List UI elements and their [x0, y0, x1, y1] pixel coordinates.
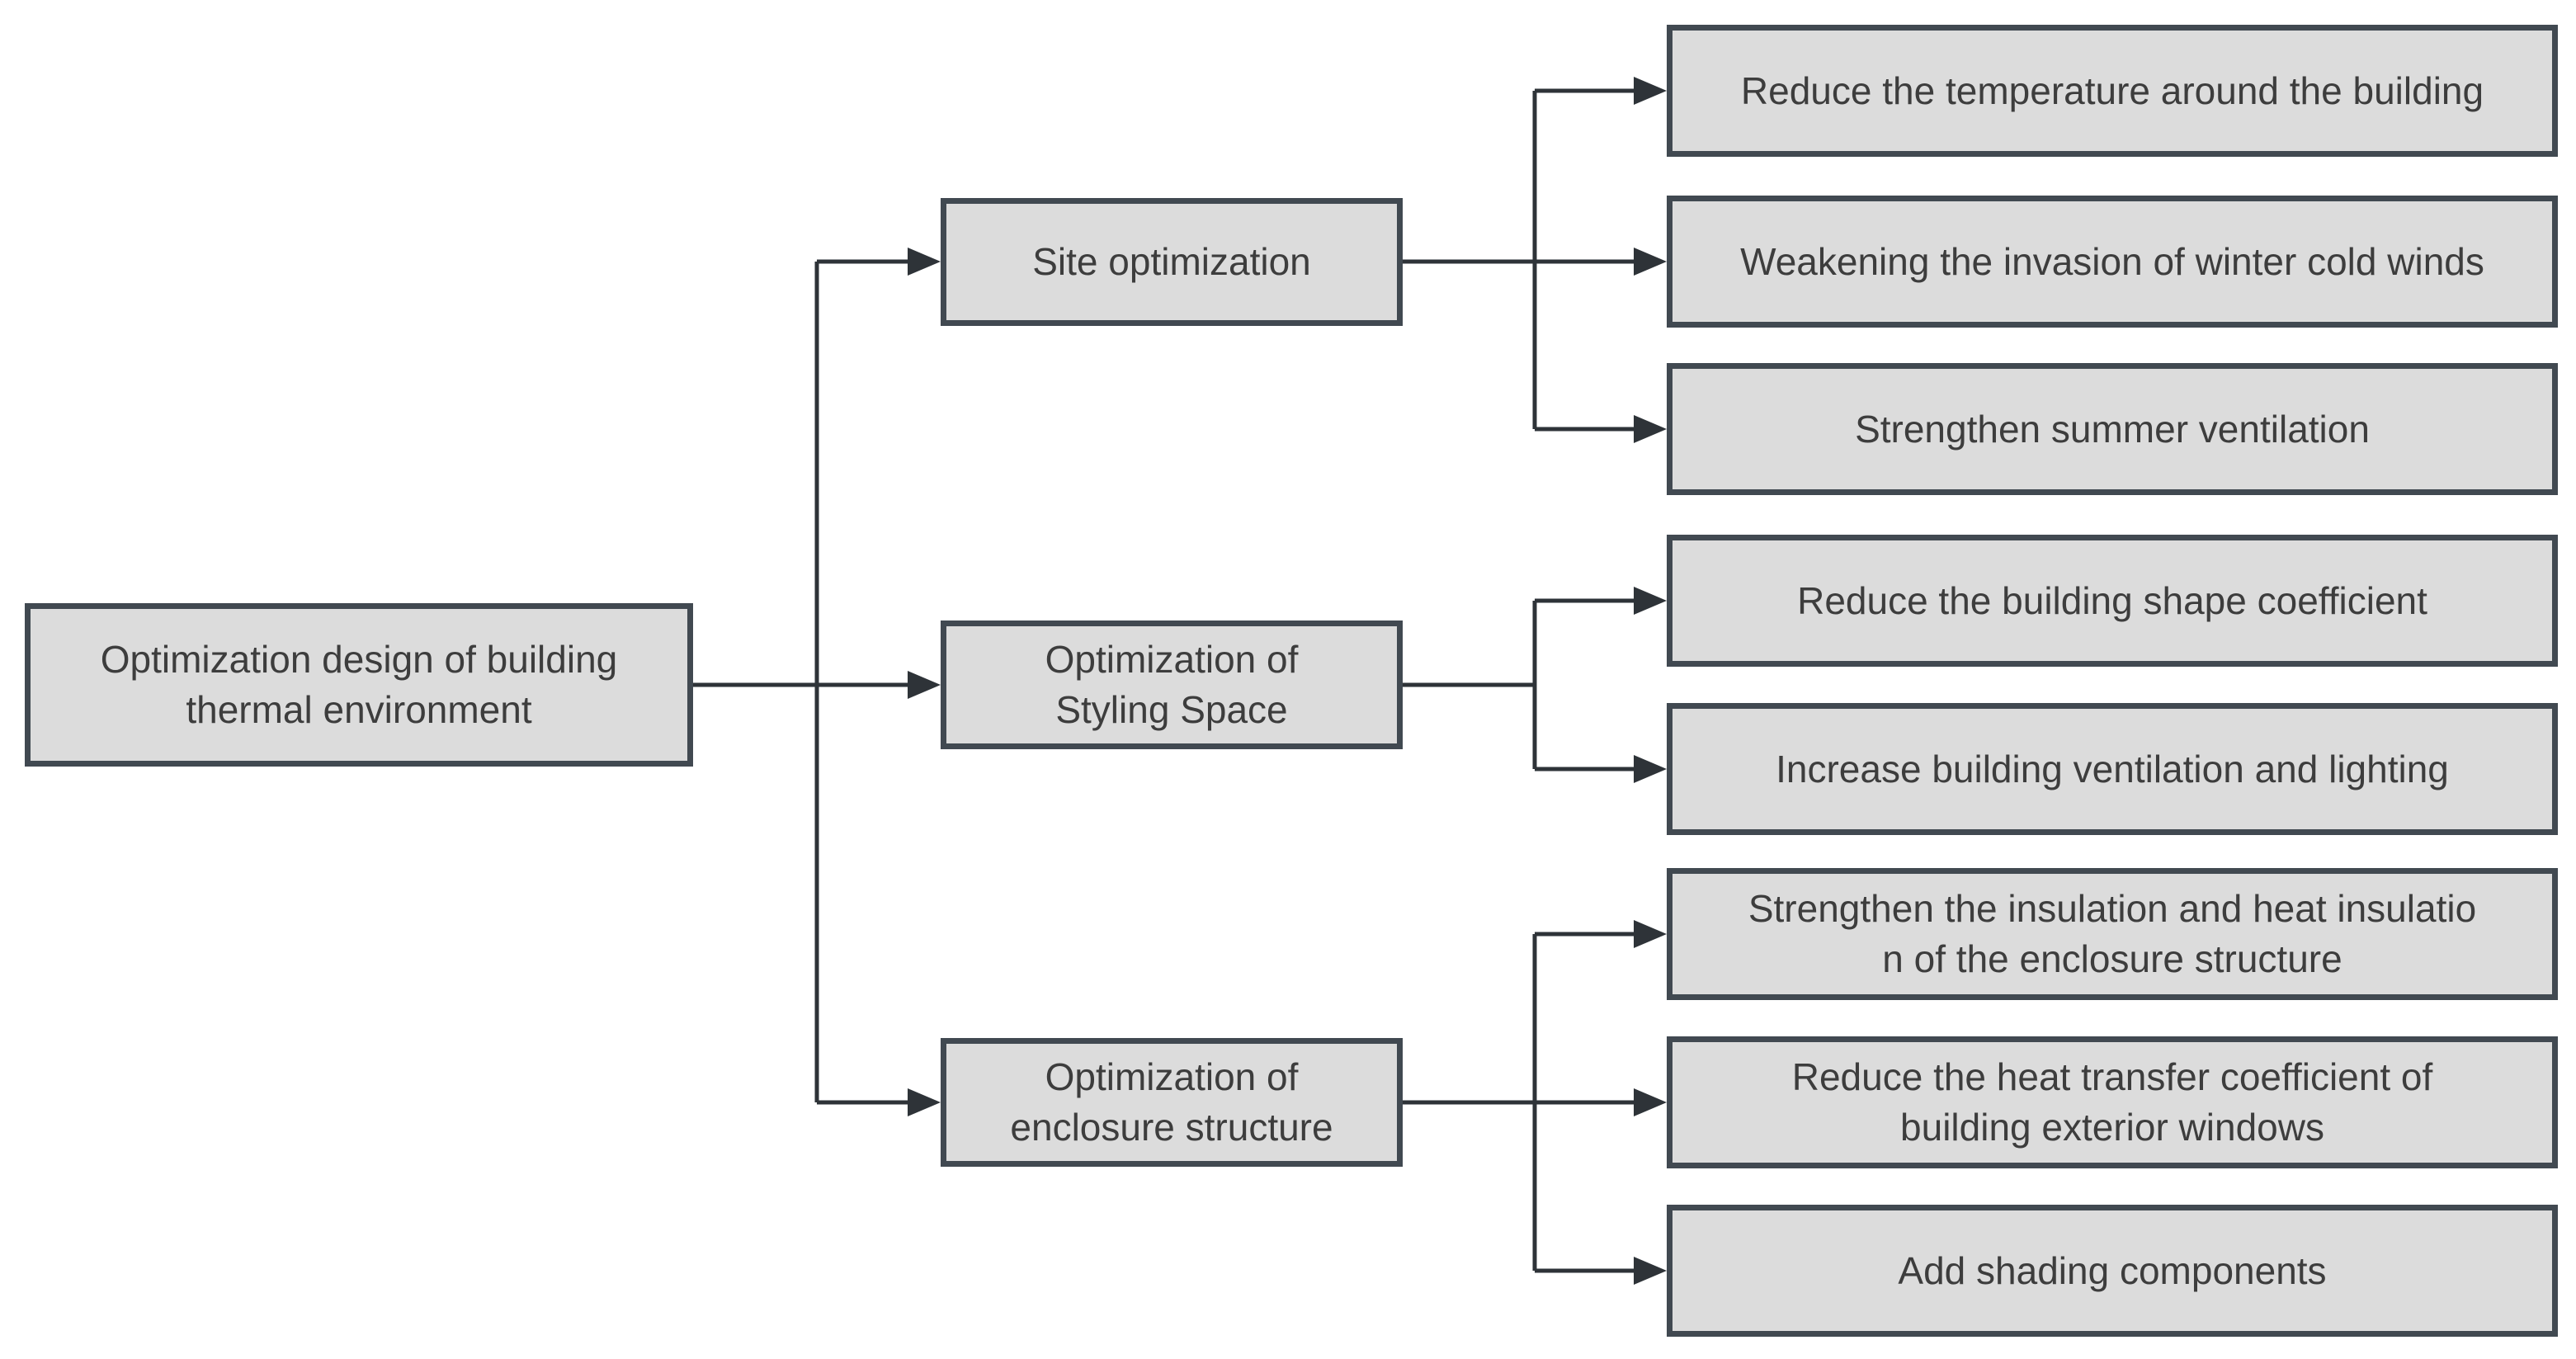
leaf-node-summer-ventilation: Strengthen summer ventilation [1667, 363, 2558, 495]
leaf-node-shading-components-label: Add shading components [1898, 1248, 2327, 1292]
arrowheads [908, 77, 1667, 1285]
leaf-node-weaken-winter-winds-label: Weakening the invasion of winter cold wi… [1740, 239, 2484, 283]
arrowhead-icon [1634, 755, 1667, 783]
leaf-node-insulation-label: Strengthen the insulation and heat insul… [1748, 887, 2477, 980]
branch-node-site-optimization: Site optimization [941, 198, 1403, 326]
leaf-node-ventilation-lighting-label: Increase building ventilation and lighti… [1776, 747, 2449, 790]
arrowhead-icon [1634, 587, 1667, 615]
arrowhead-icon [1634, 1088, 1667, 1116]
branch-node-site-optimization-label: Site optimization [1032, 240, 1311, 284]
leaf-node-shading-components: Add shading components [1667, 1205, 2558, 1337]
arrowhead-icon [908, 671, 941, 699]
arrowhead-icon [908, 248, 941, 276]
leaf-node-ventilation-lighting: Increase building ventilation and lighti… [1667, 703, 2558, 835]
leaf-node-shape-coefficient: Reduce the building shape coefficient [1667, 535, 2558, 667]
arrowhead-icon [1634, 77, 1667, 105]
leaf-node-reduce-temperature-label: Reduce the temperature around the buildi… [1740, 68, 2484, 112]
arrowhead-icon [1634, 1257, 1667, 1285]
leaf-node-insulation: Strengthen the insulation and heat insul… [1667, 868, 2558, 1000]
arrowhead-icon [1634, 248, 1667, 276]
connector-lines [693, 88, 1635, 1273]
leaf-node-reduce-temperature: Reduce the temperature around the buildi… [1667, 25, 2558, 157]
arrowhead-icon [1634, 920, 1667, 948]
arrowhead-icon [1634, 415, 1667, 443]
arrowhead-icon [908, 1088, 941, 1116]
leaf-node-weaken-winter-winds: Weakening the invasion of winter cold wi… [1667, 196, 2558, 328]
leaf-node-summer-ventilation-label: Strengthen summer ventilation [1855, 407, 2370, 451]
leaf-node-shape-coefficient-label: Reduce the building shape coefficient [1797, 578, 2427, 622]
